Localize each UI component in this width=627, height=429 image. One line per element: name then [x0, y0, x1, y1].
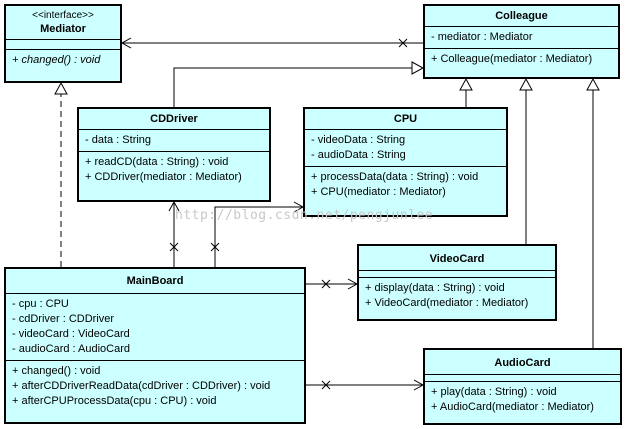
attributes-section: - cpu : CPU - cdDriver : CDDriver - vide… — [6, 294, 304, 361]
attribute: - mediator : Mediator — [431, 31, 533, 43]
arrowhead-cddriver — [168, 200, 180, 212]
x-mark — [210, 242, 220, 252]
attributes-section: - videoData : String - audioData : Strin… — [305, 130, 506, 167]
class-mainboard: MainBoard - cpu : CPU - cdDriver : CDDri… — [4, 267, 306, 424]
operations-section: + processData(data : String) : void + CP… — [305, 167, 506, 203]
generalization-triangle — [459, 77, 473, 91]
operation: + Colleague(mediator : Mediator) — [431, 53, 593, 65]
class-audiocard: AudioCard + play(data : String) : void +… — [423, 348, 622, 425]
class-name: CPU — [393, 113, 418, 125]
class-videocard: VideoCard + display(data : String) : voi… — [357, 244, 557, 321]
operations-section: + changed() : void — [6, 50, 120, 71]
class-cddriver: CDDriver - data : String + readCD(data :… — [77, 107, 271, 202]
operation: + AudioCard(mediator : Mediator) — [431, 401, 594, 413]
operations-section: + play(data : String) : void + AudioCard… — [425, 382, 620, 418]
class-header: <<interface>> Mediator — [6, 6, 120, 40]
class-header: MainBoard — [6, 269, 304, 294]
operation: + afterCPUProcessData(cpu : CPU) : void — [12, 395, 217, 407]
class-name: CDDriver — [150, 113, 198, 125]
class-header: AudioCard — [425, 350, 620, 375]
class-name: Mediator — [40, 23, 86, 35]
operation: + readCD(data : String) : void — [85, 156, 229, 168]
generalization-triangle — [519, 77, 533, 91]
attributes-section: - mediator : Mediator — [425, 27, 618, 49]
class-name: Colleague — [495, 10, 548, 22]
attributes-section — [425, 375, 620, 382]
x-mark — [321, 279, 331, 289]
operations-section: + changed() : void + afterCDDriverReadDa… — [6, 361, 304, 412]
x-mark — [398, 38, 408, 48]
operation: + changed() : void — [12, 365, 101, 377]
operation: + display(data : String) : void — [365, 282, 505, 294]
class-name: MainBoard — [126, 275, 184, 287]
cddriver-generalization-line — [173, 67, 412, 107]
generalization-triangle — [586, 77, 600, 91]
operation: + CDDriver(mediator : Mediator) — [85, 171, 242, 183]
attribute: - cpu : CPU — [12, 298, 69, 310]
class-cpu: CPU - videoData : String - audioData : S… — [303, 107, 508, 217]
operations-section: + Colleague(mediator : Mediator) — [425, 49, 618, 70]
attribute: - videoData : String — [311, 134, 406, 146]
attribute: - videoCard : VideoCard — [12, 328, 130, 340]
attribute: - audioData : String — [311, 149, 406, 161]
class-mediator: <<interface>> Mediator + changed() : voi… — [4, 4, 122, 83]
attributes-section — [6, 40, 120, 50]
class-name: VideoCard — [429, 253, 485, 265]
attributes-section: - data : String — [79, 130, 269, 152]
operations-section: + display(data : String) : void + VideoC… — [359, 278, 555, 314]
attribute: - audioCard : AudioCard — [12, 343, 131, 355]
class-name: AudioCard — [494, 357, 551, 369]
operation: + changed() : void — [12, 54, 101, 66]
operation: + CPU(mediator : Mediator) — [311, 186, 446, 198]
watermark-text: http://blog.csdn.net/pengjunlee — [175, 208, 434, 223]
operation: + play(data : String) : void — [431, 386, 557, 398]
stereotype-label: <<interface>> — [32, 10, 94, 21]
class-header: CDDriver — [79, 109, 269, 130]
attributes-section — [359, 271, 555, 278]
x-mark — [169, 242, 179, 252]
attribute: - data : String — [85, 134, 152, 146]
operation: + VideoCard(mediator : Mediator) — [365, 297, 529, 309]
attribute: - cdDriver : CDDriver — [12, 313, 115, 325]
realization-triangle — [54, 81, 68, 95]
arrowhead-mediator — [120, 37, 132, 49]
operation: + processData(data : String) : void — [311, 171, 479, 183]
operations-section: + readCD(data : String) : void + CDDrive… — [79, 152, 269, 188]
class-header: VideoCard — [359, 246, 555, 271]
generalization-triangle — [411, 61, 425, 75]
class-header: CPU — [305, 109, 506, 130]
class-colleague: Colleague - mediator : Mediator + Collea… — [423, 4, 620, 79]
x-mark — [321, 380, 331, 390]
class-header: Colleague — [425, 6, 618, 27]
operation: + afterCDDriverReadData(cdDriver : CDDri… — [12, 380, 271, 392]
